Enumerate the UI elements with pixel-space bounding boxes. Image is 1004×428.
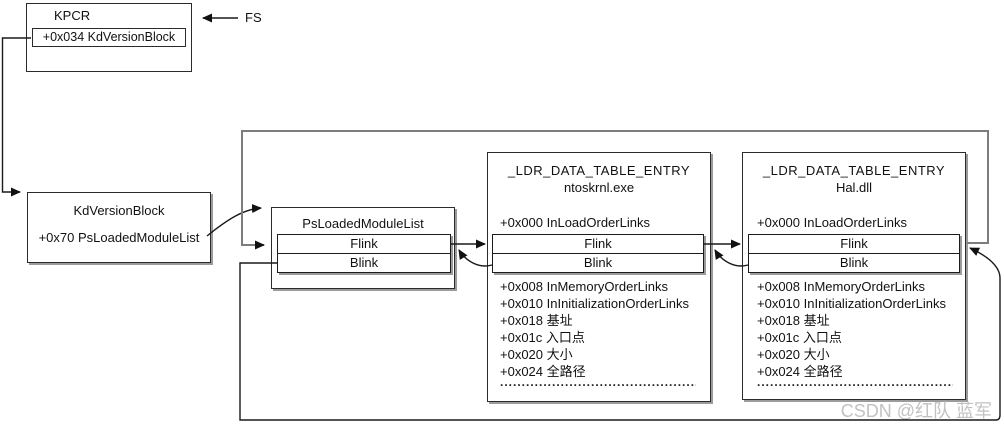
ldr-field: +0x008 InMemoryOrderLinks [500,279,668,294]
kpcr-kdversionblock-field: +0x034 KdVersionBlock [32,28,186,47]
ellipsis-row: ........................................… [757,375,953,389]
blink-cell: Blink [839,255,869,270]
ldr-struct-name: _LDR_DATA_TABLE_ENTRY [507,163,691,178]
ldr-inloadorderlinks-field: +0x000 InLoadOrderLinks [500,215,650,230]
kdversionblock-field: +0x70 PsLoadedModuleList [38,230,200,245]
fs-label: FS [245,10,262,25]
ldr-field: +0x018 基址 [757,313,830,328]
ldr-field: +0x01c 入口点 [500,330,585,345]
ldr-field: +0x008 InMemoryOrderLinks [757,279,925,294]
blink-cell: Blink [349,255,379,270]
ldr-links-table: Flink Blink [492,234,704,273]
ldr-struct-name: _LDR_DATA_TABLE_ENTRY [762,163,946,178]
ldr-inloadorderlinks-field: +0x000 InLoadOrderLinks [757,215,907,230]
ldr-module-name: Hal.dll [835,180,873,195]
kdversionblock-box: KdVersionBlock +0x70 PsLoadedModuleList [27,192,211,263]
ldr-field: +0x01c 入口点 [757,330,842,345]
kpcr-box: KPCR +0x034 KdVersionBlock [26,3,192,72]
ldr-entry-haldll-box: _LDR_DATA_TABLE_ENTRY Hal.dll +0x000 InL… [742,152,966,400]
kdversionblock-to-psloadedmodulelist-arrow [206,204,262,237]
flink-cell: Flink [493,235,703,254]
csdn-watermark: CSDN @红队 蓝军 [840,401,992,421]
flink-cell: Flink [278,235,450,254]
kpcr-title: KPCR [54,8,91,23]
psloadedmodulelist-links-table: Flink Blink [277,234,451,273]
ldr-field: +0x020 大小 [757,347,830,362]
ldr-field: +0x020 大小 [500,347,573,362]
ldr-fields: +0x008 InMemoryOrderLinks +0x010 InIniti… [757,278,946,380]
kdversionblock-title: KdVersionBlock [73,203,165,218]
psloadedmodulelist-title: PsLoadedModuleList [302,216,424,231]
ldr-entry-ntoskrnl-box: _LDR_DATA_TABLE_ENTRY ntoskrnl.exe +0x00… [487,152,711,402]
blink-cell: Blink [583,255,613,270]
flink-cell: Flink [749,235,959,254]
ldr-fields: +0x008 InMemoryOrderLinks +0x010 InIniti… [500,278,689,380]
psloadedmodulelist-box: PsLoadedModuleList Flink Blink [271,207,455,289]
ldr-module-name: ntoskrnl.exe [563,180,635,195]
ldr-field: +0x010 InInitializationOrderLinks [500,296,689,311]
ldr-field: +0x010 InInitializationOrderLinks [757,296,946,311]
kpcr-field-label: +0x034 KdVersionBlock [42,30,176,44]
ldr-field: +0x018 基址 [500,313,573,328]
ellipsis-row: ........................................… [500,375,696,389]
ldr-links-table: Flink Blink [748,234,960,273]
